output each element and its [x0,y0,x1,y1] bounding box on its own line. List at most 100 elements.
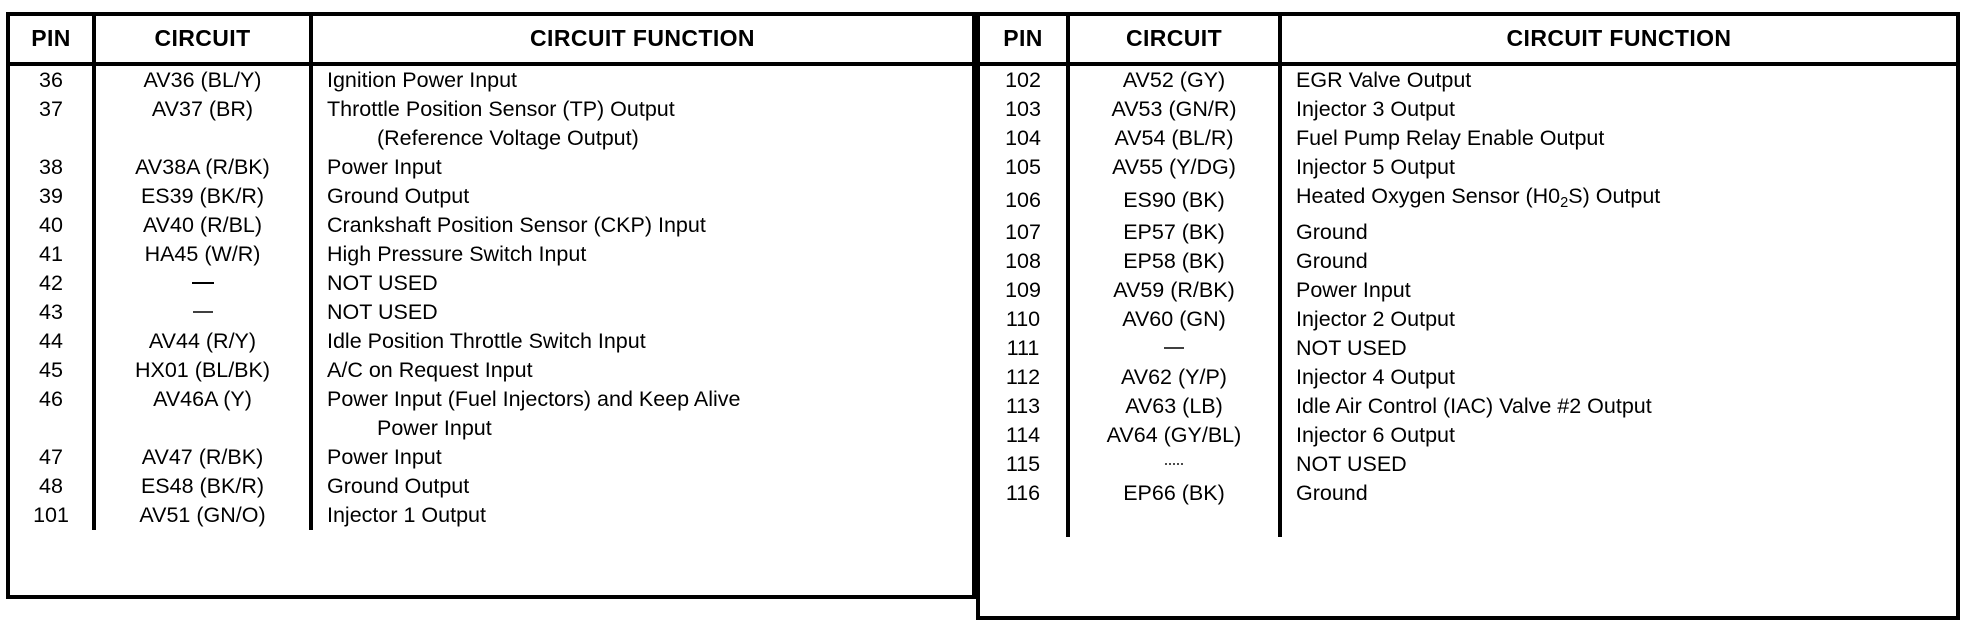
function-text: NOT USED [327,300,438,324]
table-row: (Reference Voltage Output) [10,124,972,153]
not-used-dash [1164,347,1184,350]
cell-circuit: HA45 (W/R) [94,240,313,269]
cell-pin: 107 [980,218,1070,248]
function-text: NOT USED [1296,336,1407,361]
function-text: Power Input [327,155,442,179]
cell-circuit-function: Idle Position Throttle Switch Input [311,327,972,356]
function-text: Crankshaft Position Sensor (CKP) Input [327,213,706,237]
cell-pin: 110 [980,305,1070,335]
cell-pin: 111 [980,334,1070,364]
header-row: PIN CIRCUIT CIRCUIT FUNCTION [980,16,1956,66]
function-text: Ground [1296,220,1368,245]
cell-pin: 36 [10,64,96,95]
cell-circuit-function: Injector 6 Output [1280,421,1956,450]
cell-circuit-function: (Reference Voltage Output) [311,124,972,153]
function-text: NOT USED [327,271,438,295]
cell-circuit: AV52 (GY) [1068,64,1282,95]
cell-pin: 43 [10,298,96,327]
cell-pin: 47 [10,443,96,472]
cell-circuit-function: EGR Valve Output [1280,64,1956,95]
cell-pin: 39 [10,182,96,211]
function-text: Fuel Pump Relay Enable Output [1296,126,1605,150]
cell-circuit: AV60 (GN) [1068,305,1282,335]
cell-circuit: ES48 (BK/R) [94,472,313,501]
function-text: EGR Valve Output [1296,68,1472,92]
cell-pin: 101 [10,501,96,530]
column-header-circuit: CIRCUIT [1068,16,1282,66]
cell-pin: 102 [980,64,1070,95]
cell-circuit: AV54 (BL/R) [1068,124,1282,153]
cell-circuit-function: NOT USED [1280,450,1956,479]
cell-circuit: ES39 (BK/R) [94,182,313,211]
function-text: Idle Position Throttle Switch Input [327,329,646,353]
column-header-circuit: CIRCUIT [94,16,313,66]
function-text: Injector 4 Output [1296,365,1455,390]
not-used-dash [1165,463,1183,466]
cell-circuit: AV46A (Y) [94,385,313,414]
cell-circuit-function: Ground [1280,479,1956,508]
cell-pin: 114 [980,421,1070,451]
cell-circuit: EP57 (BK) [1068,218,1282,248]
cell-pin: 113 [980,392,1070,422]
function-text: Injector 3 Output [1296,97,1455,121]
function-text: Injector 1 Output [327,503,486,527]
cell-circuit-function: A/C on Request Input [311,356,972,385]
cell-circuit: EP66 (BK) [1068,479,1282,509]
cell-circuit-function: Throttle Position Sensor (TP) Output [311,95,972,124]
table-row: 111 NOT USED [980,334,1956,364]
subscript-two: 2 [1560,195,1569,212]
cell-circuit: AV53 (GN/R) [1068,95,1282,124]
cell-pin: 103 [980,95,1070,124]
cell-circuit-function: NOT USED [311,269,972,298]
cell-circuit [94,298,313,327]
cell-pin [10,124,96,153]
cell-circuit [94,269,313,298]
function-text: Power Input [1296,278,1411,303]
cell-circuit-function: Heated Oxygen Sensor (H02S) Output [1280,182,1956,218]
cell-pin [10,414,96,443]
function-text: Power Input [327,445,442,469]
function-text: Throttle Position Sensor (TP) Output [327,97,675,121]
cell-circuit-function: Power Input [311,443,972,472]
cell-circuit-function: Ground Output [311,472,972,501]
function-text: Power Input (Fuel Injectors) and Keep Al… [327,387,741,411]
cell-circuit-function [1280,508,1956,537]
cell-circuit: HX01 (BL/BK) [94,356,313,385]
cell-circuit: AV44 (R/Y) [94,327,313,356]
cell-circuit-function: Ground [1280,247,1956,276]
cell-circuit-function: Injector 5 Output [1280,153,1956,182]
table-row [980,508,1956,538]
function-text: NOT USED [1296,452,1407,477]
cell-circuit-function: Power Input [311,414,972,443]
cell-circuit-function: Injector 4 Output [1280,363,1956,392]
function-text: Injector 6 Output [1296,423,1455,448]
cell-circuit-function: NOT USED [1280,334,1956,363]
column-header-pin: PIN [10,16,96,66]
cell-circuit [1068,334,1282,364]
cell-circuit-function: NOT USED [311,298,972,327]
cell-pin: 112 [980,363,1070,393]
cell-circuit-function: Injector 1 Output [311,501,972,530]
function-text: Ground Output [327,474,470,498]
cell-circuit-function: Power Input [311,153,972,182]
function-text: Injector 5 Output [1296,155,1455,179]
table-header-left: PIN CIRCUIT CIRCUIT FUNCTION [10,16,972,66]
function-text: High Pressure Switch Input [327,242,587,266]
